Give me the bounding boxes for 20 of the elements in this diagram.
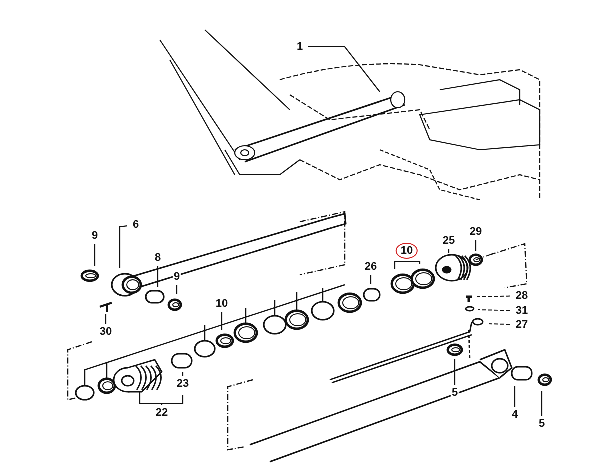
leader-line bbox=[119, 226, 128, 268]
callout-number: 10 bbox=[396, 243, 418, 259]
leader-line bbox=[514, 386, 516, 407]
leader-line bbox=[476, 296, 510, 298]
leader-line bbox=[105, 314, 107, 324]
leader-line bbox=[139, 391, 184, 406]
leader-line bbox=[308, 46, 380, 92]
leader-line bbox=[394, 260, 421, 270]
leader-line bbox=[488, 324, 510, 326]
leader-line bbox=[454, 359, 456, 385]
leader-line bbox=[475, 240, 477, 251]
leader-line bbox=[541, 391, 543, 416]
leader-line bbox=[478, 310, 510, 312]
leader-line bbox=[94, 244, 96, 266]
leader-line bbox=[176, 285, 178, 294]
leader-line bbox=[157, 266, 159, 287]
leader-line bbox=[370, 275, 372, 284]
leader-line bbox=[182, 372, 184, 376]
leader-line bbox=[221, 312, 223, 330]
callout-number: 5 bbox=[450, 386, 460, 400]
